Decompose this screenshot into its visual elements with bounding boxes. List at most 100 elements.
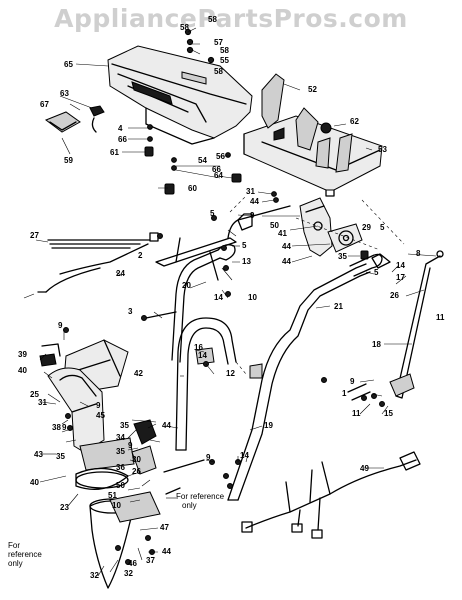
dashboard-housing [107,45,253,145]
callout-label: 24 [116,269,125,278]
callout-label: 37 [146,556,155,565]
callout-label: 35 [120,421,129,430]
cables-and-levers [37,205,444,399]
callout-label: 60 [188,184,197,193]
callout-label: 9 [350,377,355,386]
callout-label: 31 [38,398,47,407]
callout-label: 9 [128,441,133,450]
cable-clip-parts [163,459,241,495]
callout-label: 42 [134,369,143,378]
callout-label: 10 [112,501,121,510]
callout-label: 61 [110,148,119,157]
callout-label: 46 [128,559,137,568]
callout-label: 52 [308,85,317,94]
callout-label: 4 [118,124,123,133]
callout-label: 39 [18,350,27,359]
callout-label: 12 [226,369,235,378]
callout-label: 27 [30,231,39,240]
callout-label: 9 [96,401,101,410]
callout-label: 9 [206,453,211,462]
callout-label: 55 [220,56,229,65]
callout-label: 11 [436,313,445,322]
callout-label: 44 [282,242,291,251]
headlight-assembly [44,105,105,133]
callout-label: 50 [116,481,125,490]
callout-label: 18 [372,340,381,349]
callout-label: 14 [214,293,223,302]
callout-label: 67 [40,100,49,109]
note-ref-chute: For reference only [8,541,42,568]
wiring-harness [241,451,421,539]
callout-label: 2 [138,251,143,260]
callout-label: 43 [34,450,43,459]
callout-label: 8 [416,249,421,258]
callout-label: 53 [378,145,387,154]
callout-label: 38 [52,423,61,432]
callout-label: 59 [64,156,73,165]
callout-label: 66 [212,165,221,174]
callout-label: 19 [264,421,273,430]
callout-label: 58 [214,67,223,76]
callout-label: 23 [60,503,69,512]
callout-label: 34 [116,433,125,442]
callout-label: 44 [282,257,291,266]
brackets-and-pulley [299,197,369,260]
note-ref-cable: For reference only [176,492,225,510]
callout-label: 20 [182,281,191,290]
callout-label: 5 [374,268,379,277]
callout-labels: 58 58 57 58 55 58 65 63 67 59 4 66 61 54… [18,15,445,580]
callout-label: 32 [90,571,99,580]
callout-label: 5 [242,241,247,250]
callout-label: 14 [198,351,207,360]
callout-label: 31 [246,187,255,196]
callout-label: 58 [180,23,189,32]
note-line: reference [8,550,42,559]
callout-label: 11 [352,409,361,418]
callout-label: 1 [342,389,347,398]
watermark: AppliancePartsPros.com [54,4,408,33]
callout-label: 56 [216,152,225,161]
callout-label: 40 [30,478,39,487]
callout-label: 9 [62,423,67,432]
callout-label: 30 [132,455,141,464]
callout-label: 64 [214,171,223,180]
callout-label: 9 [58,321,63,330]
callout-label: 35 [338,252,347,261]
callout-label: 3 [128,307,133,316]
callout-label: 54 [198,156,207,165]
callout-label: 21 [334,302,343,311]
callout-label: 5 [380,223,385,232]
callout-label: 25 [30,390,39,399]
note-line: For reference [176,492,225,501]
callout-label: 14 [396,261,405,270]
callout-label: 49 [360,464,369,473]
callout-label: 9 [250,211,255,220]
callout-label: 44 [250,197,259,206]
callout-label: 65 [64,60,73,69]
callout-label: 41 [278,229,287,238]
note-line: For [8,541,20,550]
callout-label: 35 [116,447,125,456]
handle-frame [171,195,405,501]
callout-label: 47 [160,523,169,532]
note-line: only [182,501,197,510]
leader-lines [23,27,437,577]
callout-label: 63 [60,89,69,98]
callout-label: 29 [362,223,371,232]
callout-label: 45 [96,411,105,420]
callout-label: 57 [214,38,223,47]
callout-label: 66 [118,135,127,144]
callout-label: 62 [350,117,359,126]
callout-label: 13 [242,257,251,266]
callout-label: 51 [108,491,117,500]
callout-label: 35 [56,452,65,461]
callout-label: 50 [270,221,279,230]
callout-label: 26 [390,291,399,300]
callout-label: 5 [210,209,215,218]
callout-label: 36 [116,463,125,472]
callout-label: 40 [18,366,27,375]
callout-label: 15 [384,409,393,418]
chute-assembly [39,343,161,589]
